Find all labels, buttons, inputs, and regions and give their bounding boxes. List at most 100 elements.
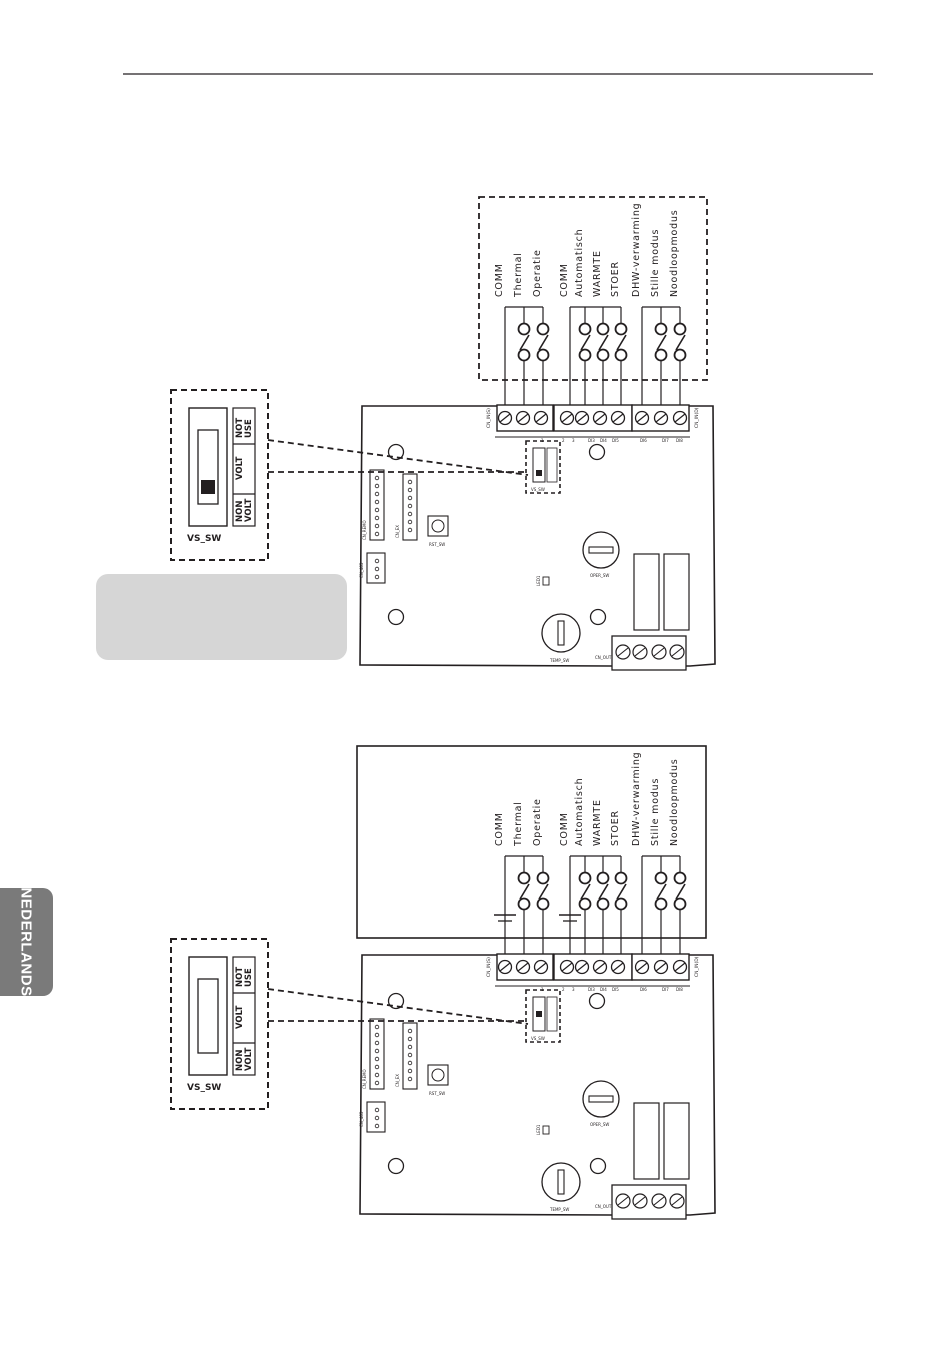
contact-bottom: [596, 897, 610, 911]
contact-top: [614, 322, 628, 336]
note-box: [96, 574, 347, 660]
vs-sw-cell-label: VOLT: [244, 498, 254, 522]
language-tab: NEDERLANDS: [0, 887, 53, 997]
contact-blade: [519, 334, 530, 351]
terminal-number: 2: [562, 438, 565, 443]
terminal-block-mid-slot: [612, 413, 624, 423]
terminal-block-mid-slot: [594, 962, 606, 972]
contact-top: [596, 322, 610, 336]
contact-blade: [580, 334, 591, 351]
vs-sw-board-knob: [536, 470, 542, 476]
contact-top: [673, 322, 687, 336]
terminal-number: DI7: [662, 987, 669, 992]
vs-sw-knob: [201, 480, 215, 494]
oper-sw-label: OPER_SW: [590, 573, 609, 578]
input-label: Noodloopmodus: [669, 209, 680, 297]
input-label: STOER: [610, 810, 621, 846]
temp-sw-label: TEMP_SW: [549, 1207, 569, 1212]
contact-top: [536, 322, 550, 336]
connector-pin: [374, 1072, 380, 1078]
contact-bottom: [596, 348, 610, 362]
input-frame-dashed: [478, 196, 708, 381]
connector-pin: [407, 503, 413, 509]
input-label: Stille modus: [650, 229, 661, 297]
connector-pin: [374, 558, 380, 564]
led-label: LED1: [536, 1124, 541, 1135]
pcb-board: [359, 954, 716, 1216]
connector-pin: [374, 1048, 380, 1054]
mounting-hole: [588, 443, 606, 461]
vs-sw-slot: [197, 978, 219, 1054]
rst-sw-label: RST_SW: [429, 1091, 445, 1096]
oper-sw-label: OPER_SW: [590, 1122, 609, 1127]
mounting-hole: [387, 443, 405, 461]
input-label: COMM: [494, 812, 505, 846]
terminal-block-left-slot: [517, 962, 529, 972]
cn-out-label: CN_OUT: [595, 1204, 612, 1209]
contact-bottom: [614, 348, 628, 362]
led1: [542, 1125, 550, 1135]
terminal-number: DI6: [640, 987, 647, 992]
contact-top: [673, 871, 687, 885]
vs-sw-cell-label: USE: [244, 968, 254, 987]
connector-pin: [374, 1107, 380, 1113]
connector-pin: [374, 1115, 380, 1121]
terminal-number: DI7: [662, 438, 669, 443]
input-label: Automatisch: [574, 229, 585, 298]
contact-bottom: [614, 897, 628, 911]
input-label: Noodloopmodus: [669, 758, 680, 846]
terminal-block-left-slot: [535, 962, 547, 972]
contact-bottom: [578, 348, 592, 362]
contact-top: [536, 871, 550, 885]
connector-pin: [374, 1040, 380, 1046]
terminal-number: 2: [562, 987, 565, 992]
vs-sw-board-outline: [525, 989, 561, 1043]
connector-pin: [374, 523, 380, 529]
cn-out-slot: [617, 1196, 629, 1206]
terminal-number: DI8: [676, 438, 683, 443]
contact-blade: [675, 883, 686, 900]
vs-sw-cells: [232, 407, 256, 527]
contact-blade: [616, 883, 627, 900]
contact-bottom: [673, 348, 687, 362]
input-label: COMM: [559, 263, 570, 297]
cn-in-left-label: CN_IN(S): [486, 408, 492, 428]
terminal-number: DI5: [612, 987, 619, 992]
terminal-block-right-slot: [636, 962, 648, 972]
vs-sw-cell-label: VOLT: [235, 456, 245, 480]
connector-pin: [374, 1056, 380, 1062]
terminal-block-left-slot: [535, 413, 547, 423]
input-label: Stille modus: [650, 778, 661, 846]
connector-pin: [407, 511, 413, 517]
cn-ex-label: CN_EX: [395, 525, 400, 538]
cn-in-right-label: CN_IN(D): [694, 407, 700, 428]
callout-leader: [267, 439, 529, 476]
callout-leader: [267, 988, 529, 1025]
connector-pin: [374, 574, 380, 580]
contact-top: [654, 322, 668, 336]
cn-out-label: CN_OUT: [595, 655, 612, 660]
rst-sw-cap: [431, 519, 445, 533]
vs-sw-cell-label: USE: [244, 419, 254, 438]
vs-sw-cell-label: NOT: [235, 418, 245, 438]
terminal-number: DI6: [640, 438, 647, 443]
cn-out-slot: [653, 1196, 665, 1206]
vs-sw-cell-label: VOLT: [244, 1047, 254, 1071]
terminal-block-left-slot: [517, 413, 529, 423]
terminal-block-mid-slot: [576, 413, 588, 423]
connector-pin: [374, 515, 380, 521]
contact-bottom: [517, 897, 531, 911]
input-label: STOER: [610, 261, 621, 297]
vs-sw-cells: [232, 956, 256, 1076]
cn-out-slot: [634, 1196, 646, 1206]
connector-pin: [374, 1080, 380, 1086]
contact-bottom: [654, 348, 668, 362]
terminal-block-mid-slot: [561, 962, 573, 972]
mounting-hole: [589, 608, 607, 626]
terminal-block-right-slot: [674, 962, 686, 972]
connector-pin: [407, 487, 413, 493]
cn-in-right-label: CN_IN(D): [694, 956, 700, 977]
temp-sw-slot: [557, 620, 565, 646]
contact-top: [517, 322, 531, 336]
